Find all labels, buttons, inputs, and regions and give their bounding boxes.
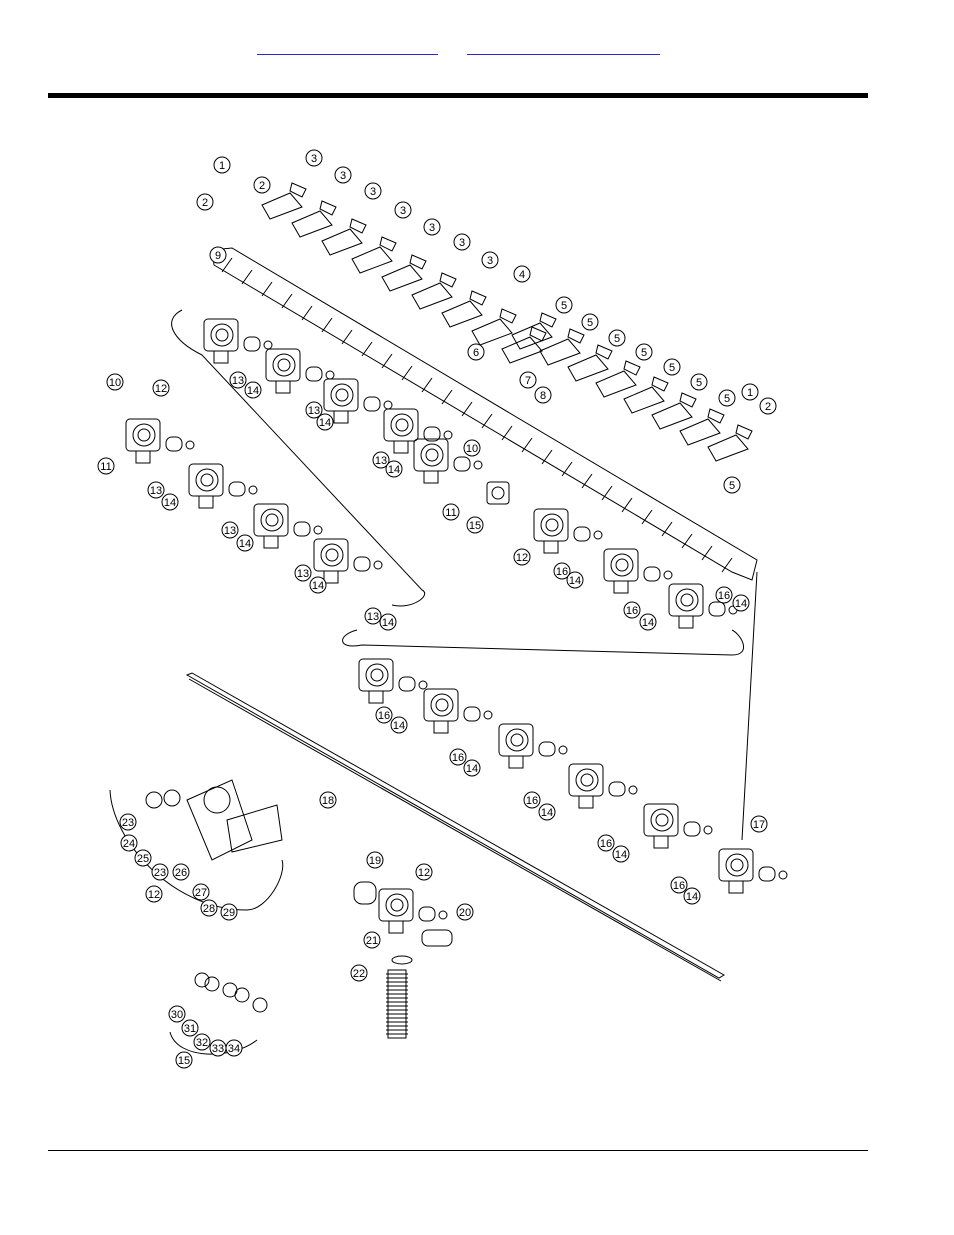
callout-number: 18	[322, 795, 334, 807]
callout-number: 23	[154, 867, 166, 879]
callout-number: 26	[175, 867, 187, 879]
callout-number: 24	[123, 838, 135, 850]
callout-number: 16	[600, 838, 612, 850]
callout-number: 5	[561, 300, 567, 312]
callout-number: 33	[212, 1043, 224, 1055]
callout-number: 13	[308, 405, 320, 417]
callout-number: 29	[223, 907, 235, 919]
footer-rule	[48, 1150, 868, 1151]
callout-number: 16	[718, 590, 730, 602]
callout-number: 13	[224, 525, 236, 537]
callout-number: 15	[178, 1055, 190, 1067]
callout-number: 23	[122, 817, 134, 829]
callout-number: 1	[219, 160, 225, 172]
callout-number: 16	[526, 795, 538, 807]
callout-number: 12	[155, 383, 167, 395]
callout-number: 34	[228, 1043, 240, 1055]
callout-number: 7	[525, 375, 531, 387]
callout-number: 5	[641, 347, 647, 359]
callout-number: 14	[569, 575, 581, 587]
callout-number: 3	[370, 186, 376, 198]
callout-number: 3	[429, 222, 435, 234]
callout-number: 14	[312, 580, 324, 592]
callout-number: 5	[724, 393, 730, 405]
callout-number: 15	[469, 520, 481, 532]
callout-number: 13	[232, 375, 244, 387]
callout-number: 14	[466, 763, 478, 775]
callout-number: 14	[239, 538, 251, 550]
callout-number: 16	[673, 880, 685, 892]
callout-number: 8	[540, 390, 546, 402]
callout-number: 16	[626, 605, 638, 617]
callout-number: 30	[171, 1009, 183, 1021]
callout-number: 14	[541, 807, 553, 819]
callout-number: 28	[203, 903, 215, 915]
callout-number: 2	[202, 197, 208, 209]
callout-number: 3	[487, 255, 493, 267]
callout-number: 16	[452, 752, 464, 764]
callout-number: 13	[367, 611, 379, 623]
callout-number: 2	[765, 401, 771, 413]
callout-number: 14	[319, 417, 331, 429]
callout-number: 10	[466, 443, 478, 455]
callout-number: 13	[297, 568, 309, 580]
callout-number: 12	[418, 867, 430, 879]
callout-number: 17	[753, 819, 765, 831]
callout-number: 14	[642, 617, 654, 629]
callout-number: 6	[473, 347, 479, 359]
nav-link-1[interactable]	[257, 40, 438, 55]
callout-number: 14	[247, 385, 259, 397]
callout-number: 14	[393, 720, 405, 732]
callout-number: 3	[400, 205, 406, 217]
callout-number: 3	[340, 170, 346, 182]
callout-number: 14	[388, 464, 400, 476]
callout-number: 16	[556, 566, 568, 578]
header-rule	[48, 93, 868, 98]
callout-number: 5	[696, 377, 702, 389]
callout-number: 20	[459, 907, 471, 919]
callout-number: 14	[382, 617, 394, 629]
callout-number: 14	[164, 497, 176, 509]
callout-number: 12	[148, 889, 160, 901]
callout-number: 5	[587, 317, 593, 329]
callout-number: 16	[378, 710, 390, 722]
callout-number: 3	[311, 153, 317, 165]
callout-number: 27	[195, 887, 207, 899]
callout-number: 3	[459, 237, 465, 249]
callout-number: 14	[735, 598, 747, 610]
callout-number: 14	[615, 849, 627, 861]
callout-number: 21	[366, 935, 378, 947]
callout-number: 12	[516, 552, 528, 564]
parts-exploded-diagram: 1223333333455555555129678101211131413141…	[92, 140, 792, 1080]
callout-number: 11	[100, 461, 111, 473]
callout-number: 13	[375, 455, 387, 467]
callout-number: 25	[137, 853, 149, 865]
callout-number: 5	[729, 480, 735, 492]
callout-number: 5	[614, 333, 620, 345]
callout-number: 10	[109, 377, 121, 389]
callout-number: 14	[686, 891, 698, 903]
callout-number: 13	[150, 485, 162, 497]
callout-number: 1	[747, 387, 753, 399]
callout-number: 9	[215, 250, 221, 262]
callout-number: 22	[353, 968, 365, 980]
callout-number: 11	[445, 507, 456, 519]
callout-number: 2	[259, 180, 265, 192]
callout-number: 4	[519, 269, 525, 281]
nav-link-2[interactable]	[467, 40, 660, 55]
callout-number: 19	[369, 855, 381, 867]
callout-number: 32	[196, 1037, 208, 1049]
callout-number: 31	[184, 1023, 196, 1035]
callout-number: 5	[669, 362, 675, 374]
